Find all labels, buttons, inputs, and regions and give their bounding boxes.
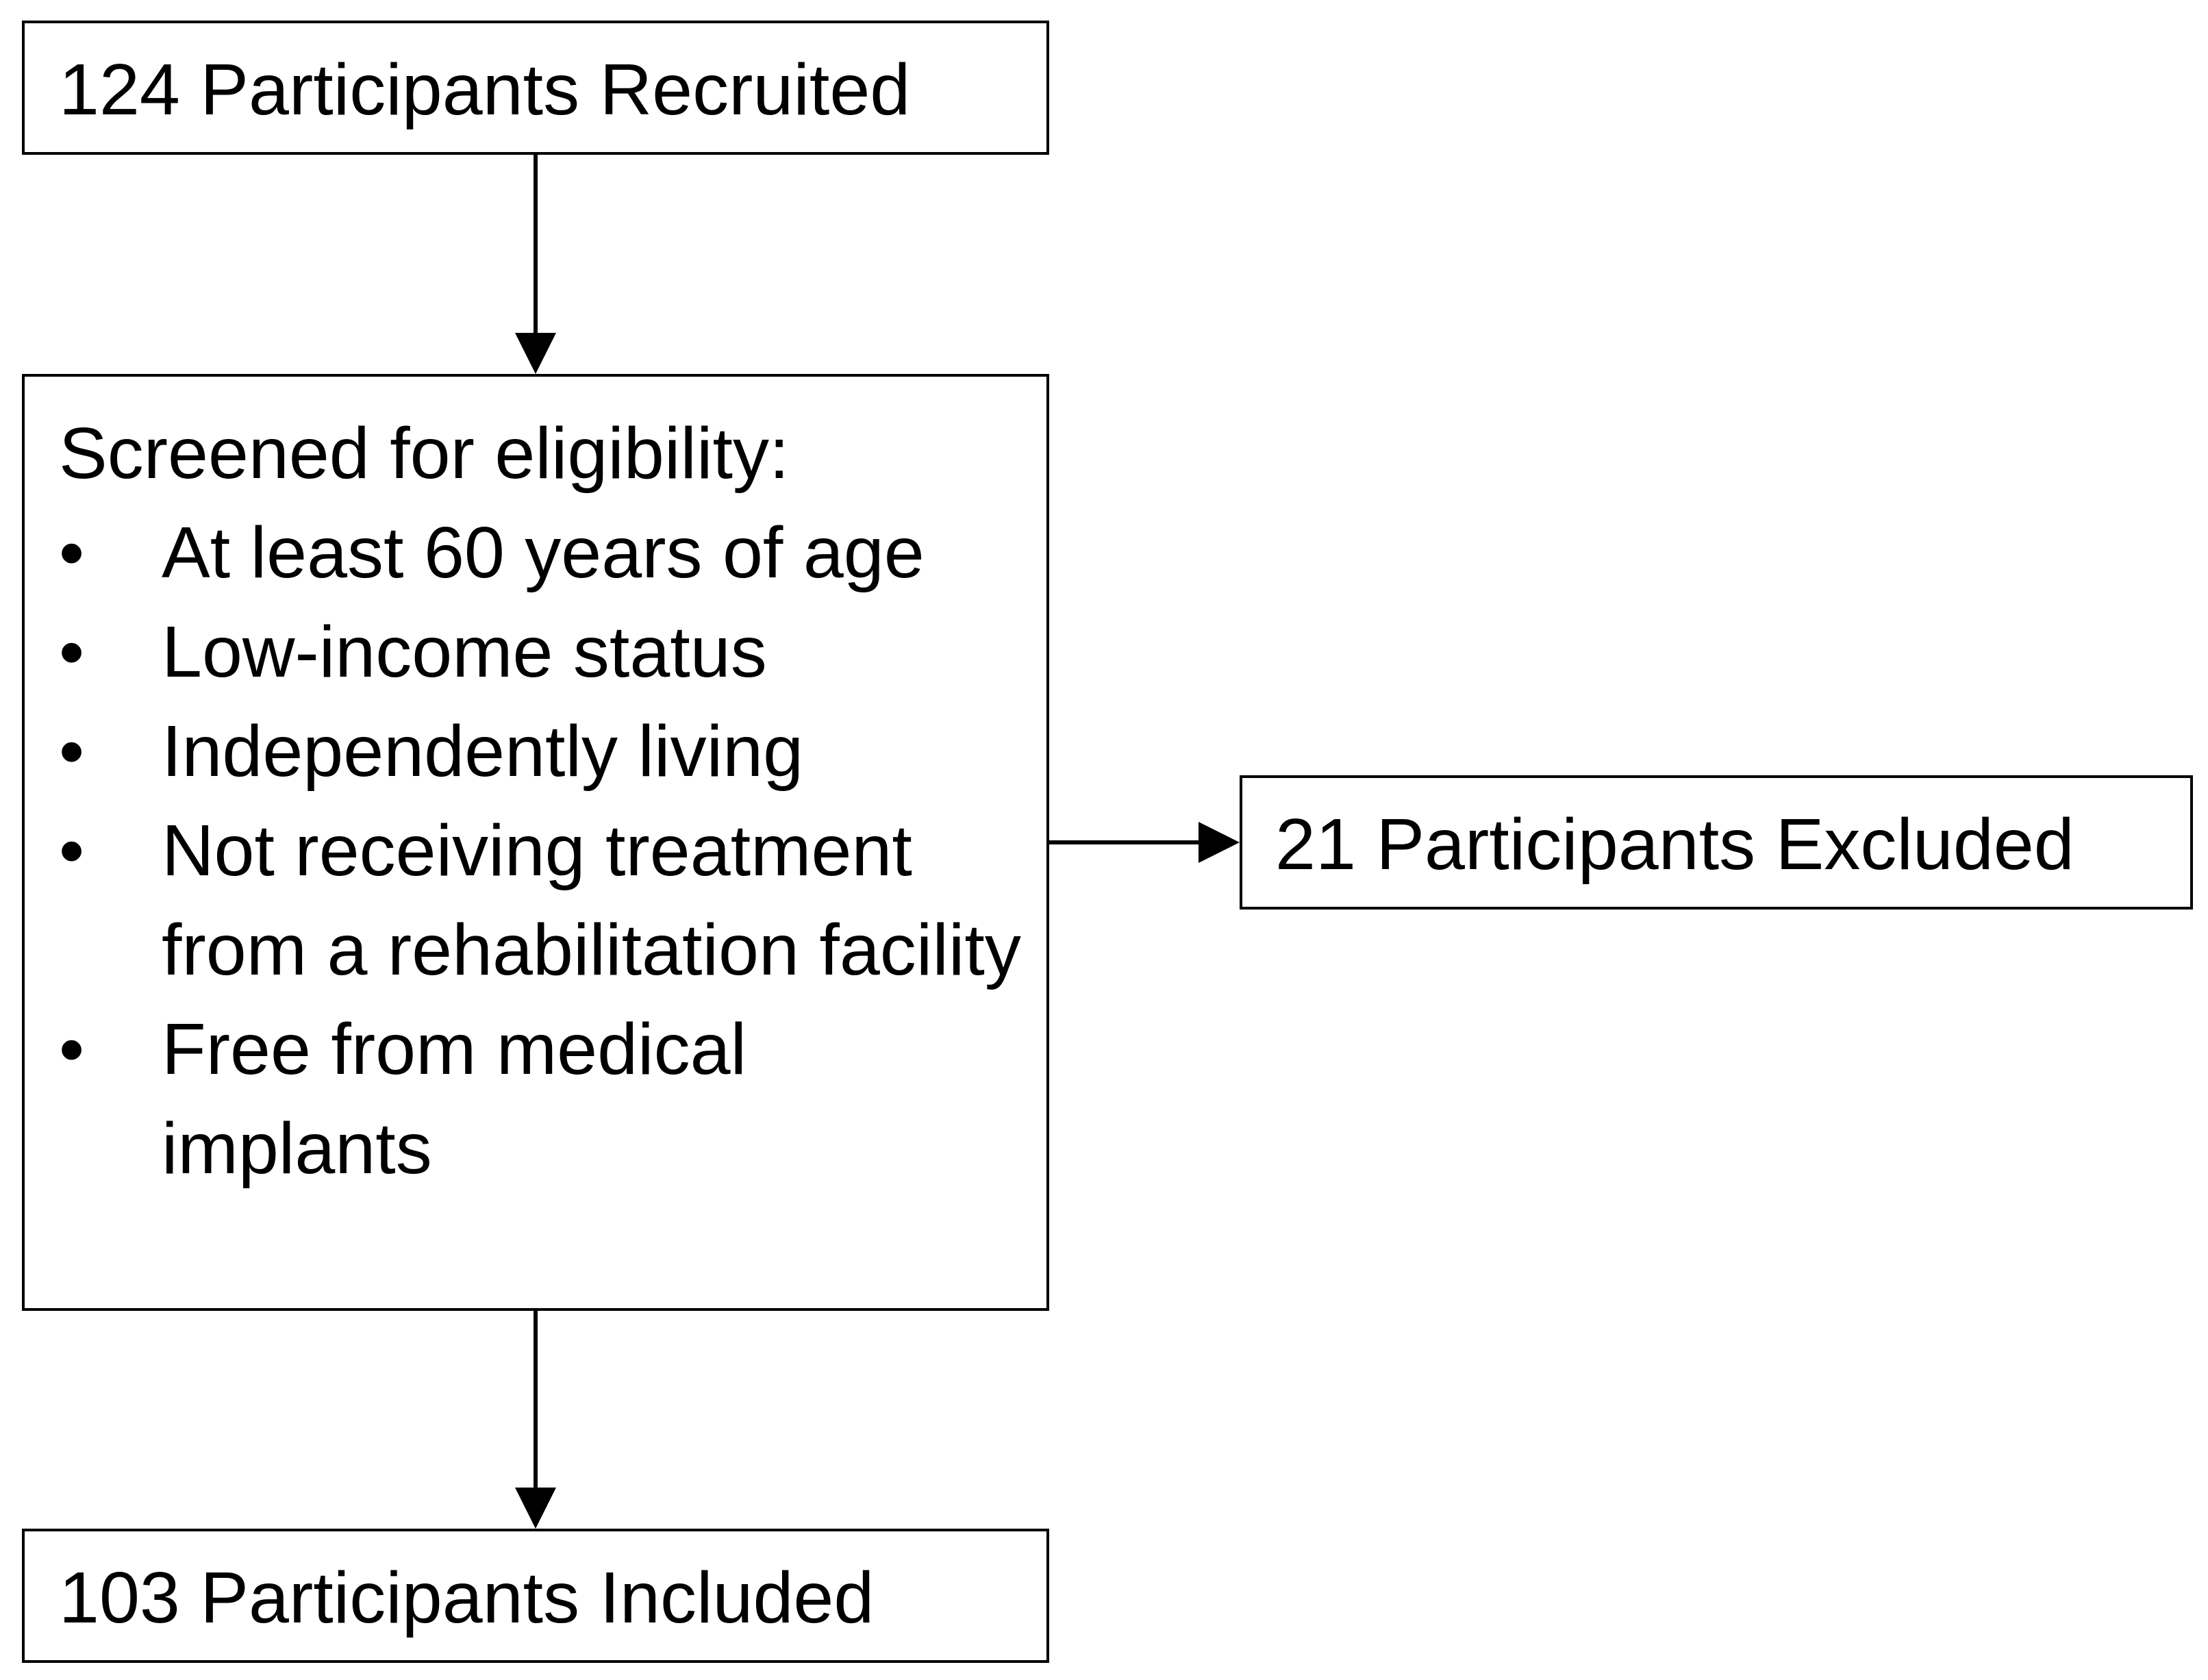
screening-heading: Screened for eligibility:: [59, 413, 790, 494]
criterion-item: • Not receiving treatment from a rehabil…: [59, 801, 1021, 1000]
recruited-label: 124 Participants Recruited: [59, 49, 911, 130]
criterion-item: • At least 60 years of age: [59, 503, 1018, 603]
screening-box: Screened for eligibility: • At least 60 …: [22, 374, 1049, 1311]
criterion-text: Free from medical implants: [162, 1009, 747, 1189]
bullet-icon: •: [59, 512, 85, 593]
included-label: 103 Participants Included: [59, 1557, 875, 1638]
excluded-label: 21 Participants Excluded: [1275, 804, 2074, 885]
bullet-icon: •: [59, 711, 85, 792]
excluded-box: 21 Participants Excluded: [1240, 775, 2193, 910]
criterion-text: Low-income status: [162, 612, 767, 692]
bullet-icon: •: [59, 612, 85, 692]
criterion-text: Not receiving treatment from a rehabilit…: [162, 810, 1021, 990]
criterion-item: • Low-income status: [59, 603, 1018, 702]
recruited-box: 124 Participants Recruited: [22, 21, 1049, 155]
criterion-text: At least 60 years of age: [162, 512, 925, 593]
bullet-icon: •: [59, 1009, 85, 1090]
criterion-item: • Free from medical implants: [59, 1000, 1018, 1199]
eligibility-criteria-list: • At least 60 years of age • Low-income …: [59, 503, 1021, 1199]
bullet-icon: •: [59, 810, 85, 891]
included-box: 103 Participants Included: [22, 1529, 1049, 1663]
criterion-text: Independently living: [162, 711, 804, 792]
criterion-item: • Independently living: [59, 702, 1018, 801]
